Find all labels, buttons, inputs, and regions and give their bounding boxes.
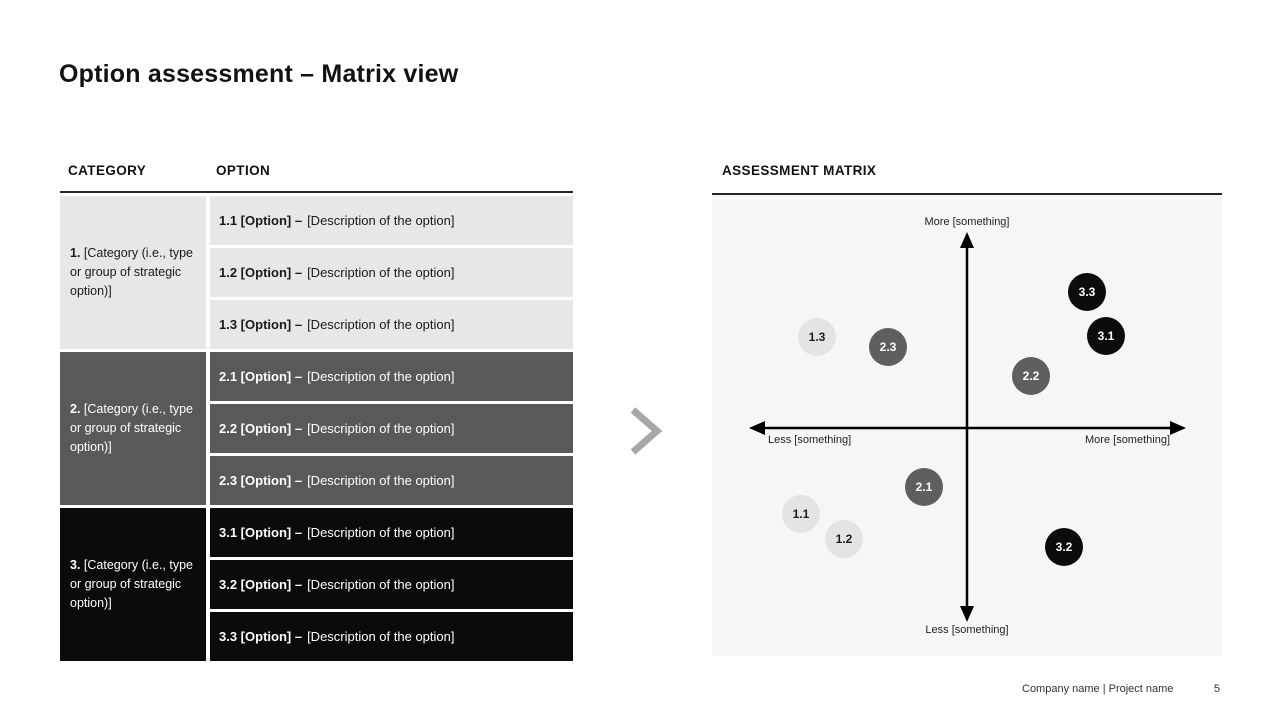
option-title: 2.1 [Option] – — [219, 369, 303, 384]
category-group-1: 1. [Category (i.e., type or group of str… — [60, 196, 573, 349]
category-cell-2: 2. [Category (i.e., type or group of str… — [60, 352, 206, 505]
chevron-right-icon — [630, 407, 663, 455]
category-number: 2. — [70, 402, 81, 417]
matrix-axes — [749, 232, 1186, 622]
matrix-section-title: ASSESSMENT MATRIX — [722, 163, 877, 178]
category-group-3: 3. [Category (i.e., type or group of str… — [60, 508, 573, 661]
matrix-bubble-3-1: 3.1 — [1087, 317, 1125, 355]
x-axis-label-right: More [something] — [1085, 434, 1170, 446]
page-number: 5 — [1213, 683, 1220, 695]
option-description: [Description of the option] — [307, 629, 455, 644]
option-row-3-2: 3.2 [Option] – [Description of the optio… — [210, 560, 573, 609]
matrix-header: ASSESSMENT MATRIX — [712, 162, 1222, 195]
option-title: 1.1 [Option] – — [219, 213, 303, 228]
assessment-matrix: More [something] Less [something] Less [… — [712, 195, 1222, 656]
option-title: 2.3 [Option] – — [219, 473, 303, 488]
option-title: 3.2 [Option] – — [219, 577, 303, 592]
slide-footer: Company name | Project name 5 — [1022, 683, 1220, 695]
option-column-2: 2.1 [Option] – [Description of the optio… — [210, 352, 573, 505]
matrix-bubble-3-2: 3.2 — [1045, 528, 1083, 566]
option-row-2-2: 2.2 [Option] – [Description of the optio… — [210, 404, 573, 453]
option-description: [Description of the option] — [307, 577, 455, 592]
options-table: CATEGORY OPTION 1. [Category (i.e., type… — [60, 162, 573, 664]
category-label: [Category (i.e., type or group of strate… — [70, 402, 193, 454]
option-description: [Description of the option] — [307, 473, 455, 488]
category-label: [Category (i.e., type or group of strate… — [70, 246, 193, 298]
matrix-bubble-2-2: 2.2 — [1012, 357, 1050, 395]
matrix-bubble-1-1: 1.1 — [782, 495, 820, 533]
matrix-bubble-3-3: 3.3 — [1068, 273, 1106, 311]
option-title: 2.2 [Option] – — [219, 421, 303, 436]
option-description: [Description of the option] — [307, 525, 455, 540]
category-number: 3. — [70, 558, 81, 573]
page-title: Option assessment – Matrix view — [59, 60, 459, 88]
option-row-1-2: 1.2 [Option] – [Description of the optio… — [210, 248, 573, 297]
assessment-matrix-section: ASSESSMENT MATRIX More [something] Less … — [712, 162, 1222, 656]
x-axis-label-left: Less [something] — [768, 434, 852, 446]
option-column-1: 1.1 [Option] – [Description of the optio… — [210, 196, 573, 349]
option-title: 1.2 [Option] – — [219, 265, 303, 280]
option-title: 3.3 [Option] – — [219, 629, 303, 644]
option-column-3: 3.1 [Option] – [Description of the optio… — [210, 508, 573, 661]
category-label: [Category (i.e., type or group of strate… — [70, 558, 193, 610]
option-row-3-1: 3.1 [Option] – [Description of the optio… — [210, 508, 573, 557]
option-row-2-1: 2.1 [Option] – [Description of the optio… — [210, 352, 573, 401]
y-axis-label-bottom: Less [something] — [925, 624, 1009, 636]
footer-company-project: Company name | Project name — [1022, 683, 1174, 695]
column-header-option: OPTION — [216, 163, 271, 178]
option-description: [Description of the option] — [307, 421, 455, 436]
option-description: [Description of the option] — [307, 317, 455, 332]
option-row-1-3: 1.3 [Option] – [Description of the optio… — [210, 300, 573, 349]
table-body: 1. [Category (i.e., type or group of str… — [60, 196, 573, 661]
option-title: 3.1 [Option] – — [219, 525, 303, 540]
option-title: 1.3 [Option] – — [219, 317, 303, 332]
option-description: [Description of the option] — [307, 213, 455, 228]
matrix-bubble-1-2: 1.2 — [825, 520, 863, 558]
matrix-bubble-2-1: 2.1 — [905, 468, 943, 506]
option-row-2-3: 2.3 [Option] – [Description of the optio… — [210, 456, 573, 505]
y-axis-label-top: More [something] — [924, 216, 1010, 228]
category-cell-1: 1. [Category (i.e., type or group of str… — [60, 196, 206, 349]
option-row-3-3: 3.3 [Option] – [Description of the optio… — [210, 612, 573, 661]
option-description: [Description of the option] — [307, 265, 455, 280]
column-header-category: CATEGORY — [68, 163, 147, 178]
category-number: 1. — [70, 246, 81, 261]
matrix-bubble-1-3: 1.3 — [798, 318, 836, 356]
option-row-1-1: 1.1 [Option] – [Description of the optio… — [210, 196, 573, 245]
category-group-2: 2. [Category (i.e., type or group of str… — [60, 352, 573, 505]
matrix-bubble-2-3: 2.3 — [869, 328, 907, 366]
category-cell-3: 3. [Category (i.e., type or group of str… — [60, 508, 206, 661]
table-header: CATEGORY OPTION — [60, 162, 573, 193]
option-description: [Description of the option] — [307, 369, 455, 384]
